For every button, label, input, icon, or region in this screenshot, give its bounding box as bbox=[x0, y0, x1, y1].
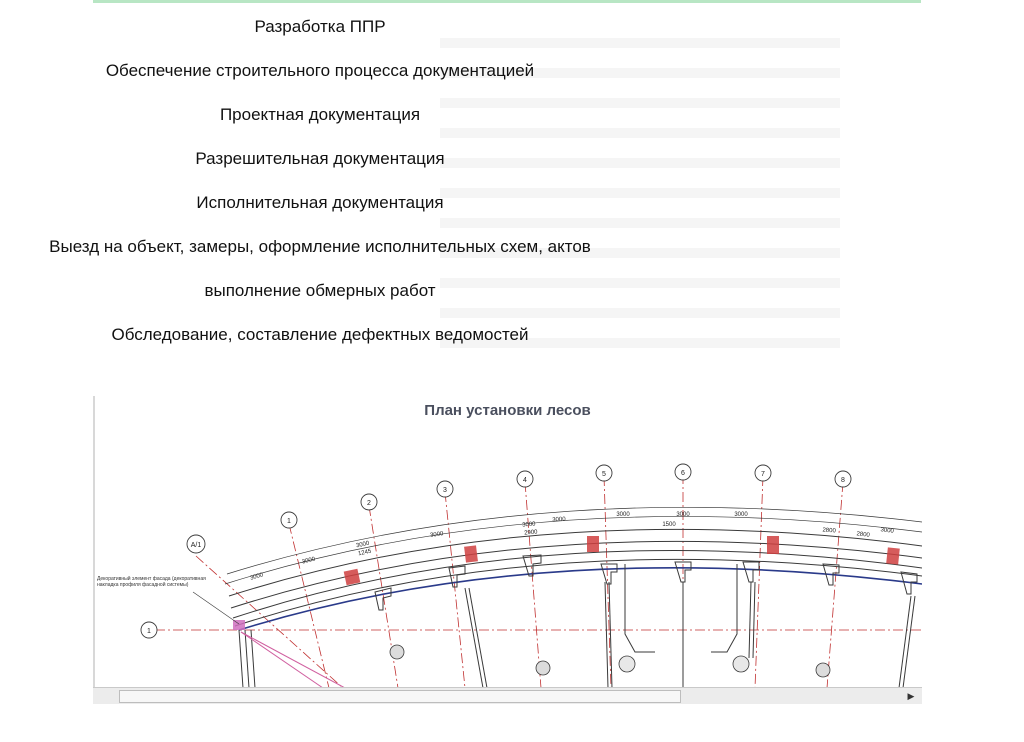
drawing-title: План установки лесов bbox=[424, 402, 591, 419]
dim-text: 3000 bbox=[552, 517, 566, 524]
axis-label-2: 2 bbox=[367, 500, 371, 507]
dim-text: 2900 bbox=[524, 529, 538, 536]
dim-text: 3000 bbox=[522, 521, 536, 528]
dim-text: 3000 bbox=[734, 512, 748, 518]
dim-text: 3000 bbox=[616, 512, 630, 518]
dim-text: 3000 bbox=[356, 541, 371, 550]
service-project-docs: Проектная документация bbox=[219, 105, 421, 124]
drawing-left-border bbox=[93, 396, 95, 692]
axis-label-7: 7 bbox=[761, 471, 765, 478]
plan-svg: А/1 1 2 3 4 5 6 7 8 1 3000 3000 3000 300… bbox=[97, 463, 922, 688]
service-permit-docs: Разрешительная документация bbox=[195, 149, 445, 168]
scroll-right-arrow-icon[interactable]: ▶ bbox=[907, 691, 915, 701]
service-measurements: выполнение обмерных работ bbox=[204, 281, 436, 300]
top-accent-line bbox=[93, 0, 921, 3]
dim-text: 3000 bbox=[302, 556, 317, 565]
dim-text: 3000 bbox=[676, 512, 690, 518]
axis-label-row-1: 1 bbox=[147, 628, 151, 635]
service-asbuilt-docs: Исполнительная документация bbox=[196, 193, 444, 212]
axis-label-8: 8 bbox=[841, 477, 845, 484]
dim-text: 2800 bbox=[856, 531, 871, 538]
services-list: Разработка ППР Обеспечение строительного… bbox=[0, 0, 640, 360]
dim-text: 1245 bbox=[358, 549, 373, 558]
dim-text: 3000 bbox=[249, 572, 264, 582]
axis-label-6: 6 bbox=[681, 470, 685, 477]
axis-label-1: 1 bbox=[287, 518, 291, 525]
service-site-visit: Выезд на объект, замеры, оформление испо… bbox=[49, 237, 591, 256]
axis-label-a1: А/1 bbox=[191, 542, 202, 549]
service-construction-docs: Обеспечение строительного процесса докум… bbox=[105, 61, 535, 80]
axis-label-4: 4 bbox=[523, 477, 527, 484]
drawing-note: Декоративный элемент фасада (декоративна… bbox=[97, 576, 206, 588]
scaffolding-plan-drawing: План установки лесов bbox=[93, 396, 922, 708]
dim-text: 1500 bbox=[662, 522, 676, 528]
service-inspection: Обследование, составление дефектных ведо… bbox=[111, 325, 529, 344]
dim-text: 2800 bbox=[822, 528, 836, 535]
scrollbar-thumb[interactable] bbox=[119, 690, 681, 703]
axis-label-5: 5 bbox=[602, 471, 606, 478]
dim-text: 3000 bbox=[880, 527, 895, 535]
service-ppr: Разработка ППР bbox=[254, 17, 386, 36]
faint-background-watermark bbox=[440, 28, 840, 348]
dim-text: 3000 bbox=[430, 531, 445, 539]
horizontal-scrollbar[interactable]: ▶ bbox=[93, 687, 922, 704]
axis-label-3: 3 bbox=[443, 487, 447, 494]
